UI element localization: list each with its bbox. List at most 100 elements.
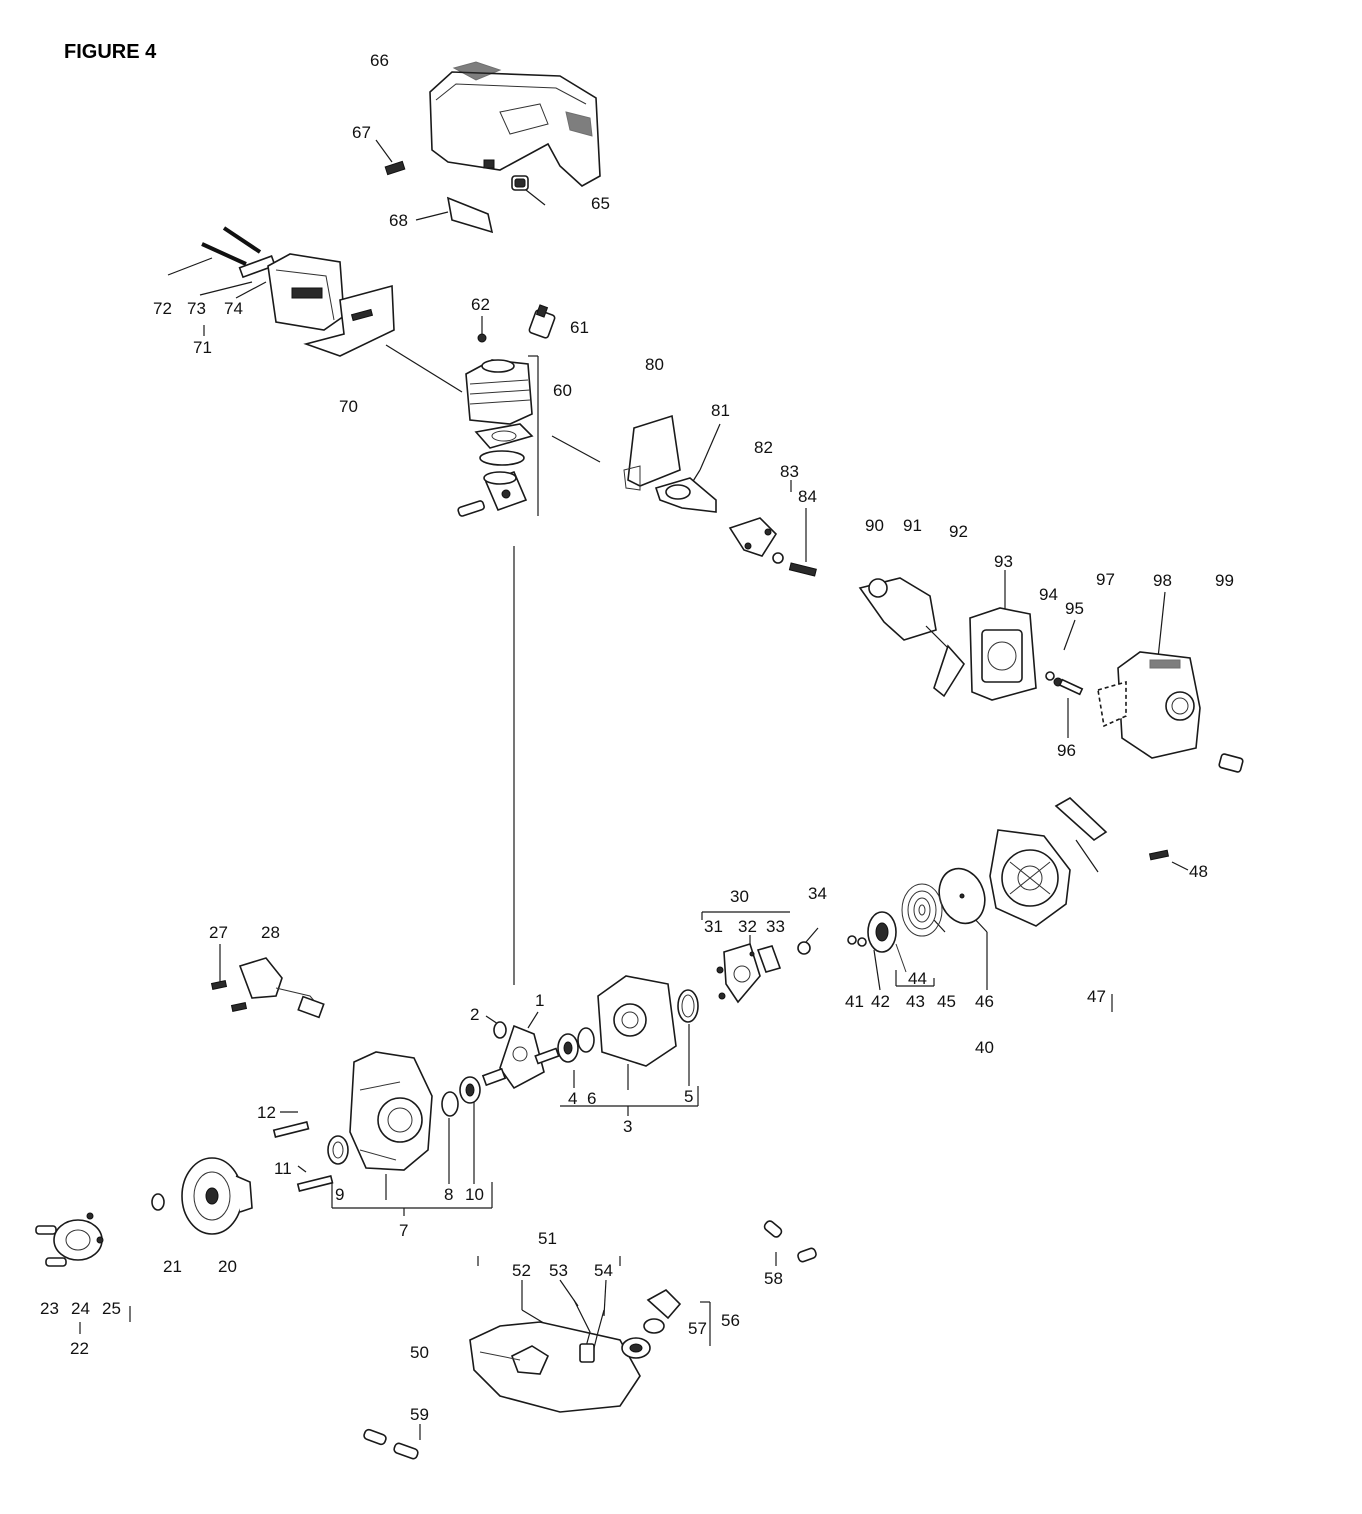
recoil-spring [901,883,943,937]
shroud-screw [384,160,406,176]
callout-labels: 1 2 3 4 5 6 7 8 9 10 11 12 20 21 22 23 2… [40,51,1234,1424]
flywheel-nut [797,941,811,955]
callout-30: 30 [730,887,749,906]
figure-title: FIGURE 4 [64,41,157,63]
main-bearing-right [557,1027,595,1063]
callout-73: 73 [187,299,206,318]
leader-lines [79,139,1189,1440]
callout-92: 92 [949,522,968,541]
muffler-bolts [201,226,276,279]
starter-pulley [867,911,907,973]
callout-22: 22 [70,1339,89,1358]
callout-32: 32 [738,917,757,936]
starter-handle [1054,797,1108,842]
tank-mounts-59 [363,1428,419,1460]
callout-28: 28 [261,923,280,942]
callout-82: 82 [754,438,773,457]
callout-98: 98 [1153,571,1172,590]
crankshaft [481,1024,560,1090]
crankcase-oil-seal [677,989,699,1023]
callout-59: 59 [410,1405,429,1424]
fuel-tank [469,1321,641,1413]
callout-8: 8 [444,1185,453,1204]
callout-60: 60 [553,381,572,400]
intake-manifold [654,477,717,513]
callout-10: 10 [465,1185,484,1204]
callout-80: 80 [645,355,664,374]
callout-27: 27 [209,923,228,942]
callout-54: 54 [594,1261,613,1280]
callout-95: 95 [1065,599,1084,618]
fan-nut [151,1193,165,1211]
filter-stud [1058,678,1084,696]
callout-6: 6 [587,1089,596,1108]
callout-45: 45 [937,992,956,1011]
callout-12: 12 [257,1103,276,1122]
callout-81: 81 [711,401,730,420]
callout-3: 3 [623,1117,632,1136]
intake-gasket [623,414,681,491]
oil-seal-left [327,1135,349,1165]
callout-51: 51 [538,1229,557,1248]
callout-43: 43 [906,992,925,1011]
callout-11: 11 [274,1159,292,1178]
cylinder [465,359,533,425]
callout-21: 21 [163,1257,182,1276]
needle-bearing [493,1021,507,1039]
callout-40: 40 [975,1038,994,1057]
callout-47: 47 [1087,987,1106,1006]
starter-washers [847,935,867,947]
manifold-bolt [772,552,817,577]
cooling-fan [181,1157,253,1235]
crankcase-bolts [272,1121,334,1192]
cover-knob [1218,753,1244,773]
main-bearing-left [441,1091,459,1117]
callout-1: 1 [535,991,544,1010]
callout-67: 67 [352,123,371,142]
callout-94: 94 [1039,585,1058,604]
bearing-10 [459,1076,481,1104]
piston [483,470,528,512]
callout-33: 33 [766,917,785,936]
clutch-assembly [35,1212,104,1267]
callout-99: 99 [1215,571,1234,590]
callout-2: 2 [470,1005,479,1024]
callout-9: 9 [335,1185,344,1204]
callout-31: 31 [704,917,723,936]
fuel-lines [573,1299,605,1363]
manifold-bracket [728,517,778,557]
callout-72: 72 [153,299,172,318]
callout-66: 66 [370,51,389,70]
callout-57: 57 [688,1319,707,1338]
starter-screw [1148,849,1170,861]
callout-97: 97 [1096,570,1115,589]
callout-74: 74 [224,299,243,318]
crankcase-left [349,1051,433,1171]
cylinder-screw [477,333,487,343]
callout-62: 62 [471,295,490,314]
spark-plug [528,304,556,339]
tank-mounts-58 [763,1220,817,1263]
shroud-grommet [511,175,529,191]
crankcase-half [597,975,677,1067]
callout-91: 91 [903,516,922,535]
callout-96: 96 [1057,741,1076,760]
callout-24: 24 [71,1299,90,1318]
callout-56: 56 [721,1311,740,1330]
pawl-parts [749,945,782,973]
muffler-shield [303,284,395,357]
callout-83: 83 [780,462,799,481]
flywheel [716,943,761,1004]
top-shroud [429,61,601,187]
callout-41: 41 [845,992,864,1011]
air-filter-cover [1097,651,1201,759]
callout-71: 71 [193,338,212,357]
callout-25: 25 [102,1299,121,1318]
callout-61: 61 [570,318,589,337]
air-filter-base [969,607,1037,701]
callout-93: 93 [994,552,1013,571]
callout-5: 5 [684,1087,693,1106]
callout-42: 42 [871,992,890,1011]
ignition-coil [210,957,325,1019]
